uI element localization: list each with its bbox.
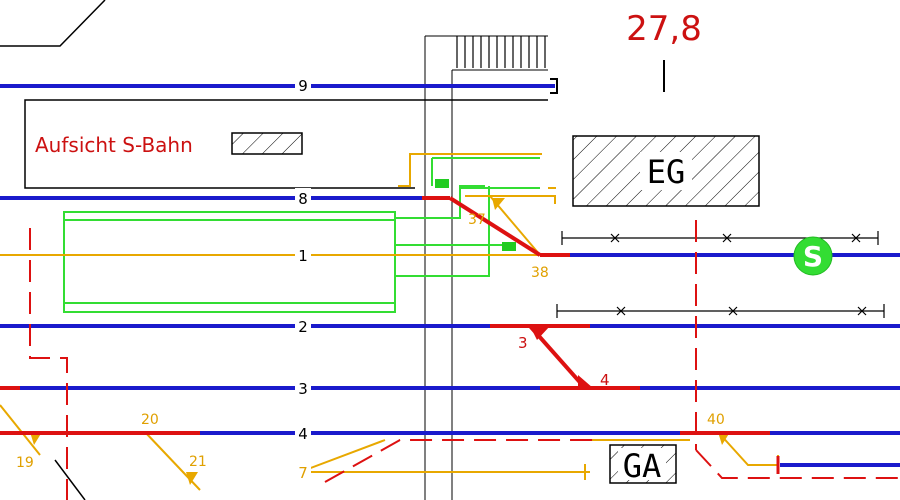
fence-lower — [556, 304, 885, 318]
signal-green-mid — [502, 242, 516, 251]
switch-label-19: 19 — [16, 455, 34, 471]
sbahn-icon — [793, 236, 833, 276]
track-label-4: 4 — [298, 425, 308, 443]
track-labels: 9 8 1 2 3 4 7 — [295, 76, 311, 482]
switch-label-38: 38 — [531, 265, 549, 281]
switch-label-40: 40 — [707, 412, 725, 428]
switch-4-marker — [578, 375, 593, 388]
building-ga-label: GA — [623, 447, 662, 485]
km-marker-label: 27,8 — [626, 9, 702, 49]
building-ga-label-bg — [618, 448, 666, 480]
switch-label-37: 37 — [468, 212, 486, 228]
switch-3-marker — [530, 326, 550, 340]
active-tracks — [0, 196, 770, 435]
building-eg-label-bg — [640, 152, 692, 190]
outline-bottom-left — [54, 459, 86, 500]
track-9-buffer — [550, 78, 558, 94]
platform-outline — [63, 157, 540, 313]
fence-upper — [561, 231, 879, 245]
boundary-dashed — [29, 220, 900, 500]
supervision-hatch-box — [231, 132, 303, 155]
track-label-3: 3 — [298, 380, 308, 398]
switch-label-20: 20 — [141, 412, 159, 428]
supervision-building-outline — [24, 99, 548, 189]
stairs-icon — [456, 36, 546, 68]
track-label-8: 8 — [298, 190, 308, 208]
signal-green-top — [435, 179, 449, 188]
track-label-9: 9 — [298, 77, 308, 95]
track-label-1: 1 — [298, 247, 308, 265]
outline-top-left — [0, 0, 106, 47]
switch-label-21: 21 — [189, 454, 207, 470]
track-label-7: 7 — [298, 464, 308, 482]
building-eg-label: EG — [647, 153, 686, 191]
switch-label-3: 3 — [518, 334, 528, 352]
supervision-label: Aufsicht S-Bahn — [35, 133, 193, 157]
switch-label-4: 4 — [600, 371, 610, 389]
main-tracks — [0, 84, 900, 467]
sbahn-icon-letter: S — [803, 240, 823, 273]
track-label-2: 2 — [298, 318, 308, 336]
switch-markers-orange — [30, 198, 730, 485]
